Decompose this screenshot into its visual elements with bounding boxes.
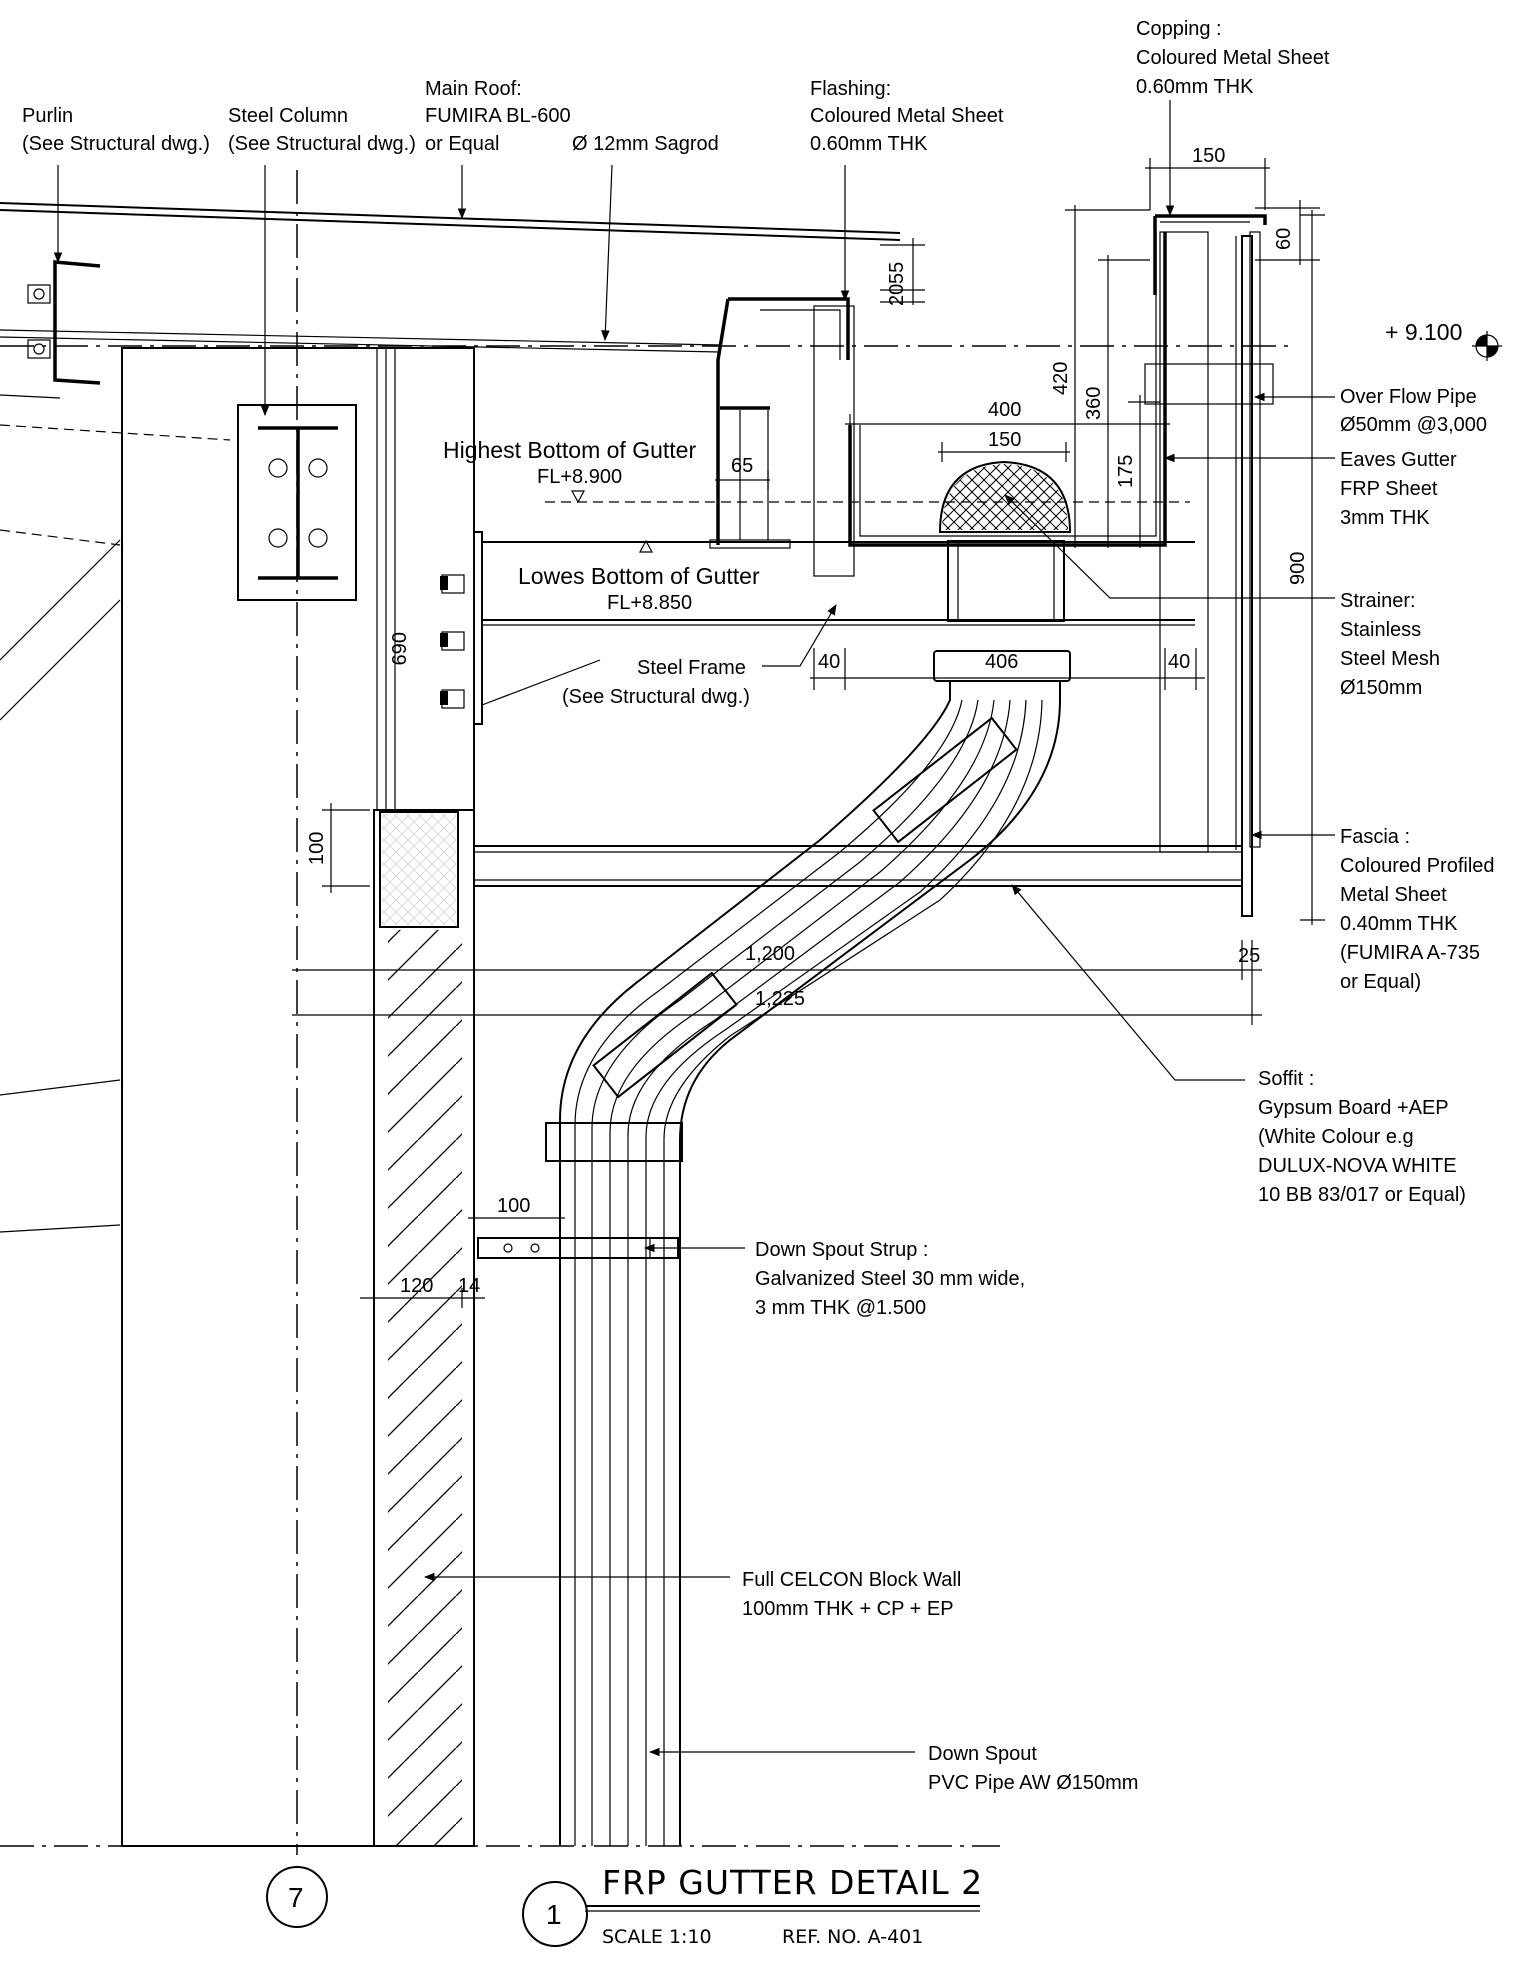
dim-40-right: 40 [1168, 651, 1190, 673]
dim-60: 60 [1273, 228, 1295, 250]
dim-1225: 1,225 [755, 988, 805, 1010]
dim-120: 120 [400, 1275, 433, 1297]
down-spout-line-1: Down Spout [928, 1743, 1037, 1765]
dimension-text: 150 60 55 20 420 360 175 400 150 65 900 … [306, 145, 1309, 1297]
flashing-line-2: Coloured Metal Sheet [810, 105, 1004, 127]
grid-bubble-number: 7 [288, 1882, 304, 1913]
leader-lines [53, 100, 1335, 1757]
highest-level-label: FL+8.900 [537, 466, 622, 488]
steel-column-line-2: (See Structural dwg.) [228, 133, 416, 155]
block-wall-label: Full CELCON Block Wall 100mm THK + CP + … [742, 1569, 961, 1620]
dim-25: 25 [1238, 945, 1260, 967]
dim-40-left: 40 [818, 651, 840, 673]
soffit-label: Soffit : Gypsum Board +AEP (White Colour… [1258, 1068, 1466, 1206]
lowest-bottom-label: Lowes Bottom of Gutter [518, 563, 760, 589]
dim-420: 420 [1050, 362, 1072, 395]
overflow-pipe-label: Over Flow Pipe Ø50mm @3,000 [1340, 386, 1487, 436]
fascia-line-3: Metal Sheet [1340, 884, 1447, 906]
down-spout-label: Down Spout PVC Pipe AW Ø150mm [928, 1743, 1138, 1794]
lowest-level-label: FL+8.850 [607, 592, 692, 614]
main-roof-line-2: FUMIRA BL-600 [425, 105, 571, 127]
block-wall-line-1: Full CELCON Block Wall [742, 1569, 961, 1591]
flashing-line-1: Flashing: [810, 78, 891, 100]
labels: Purlin (See Structural dwg.) Steel Colum… [22, 18, 1495, 1794]
dim-100-wall: 100 [306, 832, 328, 865]
strainer-label: Strainer: Stainless Steel Mesh Ø150mm [1340, 590, 1440, 699]
dim-690: 069 [387, 632, 409, 665]
dim-150-strainer: 150 [988, 429, 1021, 451]
flashing-label: Flashing: Coloured Metal Sheet 0.60mm TH… [810, 78, 1004, 155]
strap-line-1: Down Spout Strup : [755, 1239, 928, 1261]
dim-406: 406 [985, 651, 1018, 673]
strap-line-2: Galvanized Steel 30 mm wide, [755, 1268, 1025, 1290]
flashing-line-3: 0.60mm THK [810, 133, 928, 155]
strainer-line-4: Ø150mm [1340, 677, 1422, 699]
strainer-line-1: Strainer: [1340, 590, 1416, 612]
steel-frame-line-2: (See Structural dwg.) [562, 686, 750, 708]
copping-line-2: Coloured Metal Sheet [1136, 47, 1330, 69]
strap-label: Down Spout Strup : Galvanized Steel 30 m… [755, 1239, 1025, 1319]
down-spout-line-2: PVC Pipe AW Ø150mm [928, 1772, 1138, 1794]
dim-20: 20 [886, 284, 908, 306]
dim-175: 175 [1115, 455, 1137, 488]
drawing-scale: SCALE 1:10 [602, 1926, 712, 1948]
purlin-line-2: (See Structural dwg.) [22, 133, 210, 155]
soffit-line-1: Soffit : [1258, 1068, 1314, 1090]
main-roof-line-3: or Equal [425, 133, 500, 155]
fascia-line-4: 0.40mm THK [1340, 913, 1458, 935]
soffit-line-3: (White Colour e.g [1258, 1126, 1414, 1148]
drawing-reference: REF. NO. A-401 [782, 1926, 923, 1948]
eaves-line-2: FRP Sheet [1340, 478, 1438, 500]
purlin-label: Purlin (See Structural dwg.) [22, 105, 210, 155]
steel-frame-label: Steel Frame (See Structural dwg.) [562, 657, 750, 708]
dim-1200: 1,200 [745, 943, 795, 965]
eaves-gutter-label: Eaves Gutter FRP Sheet 3mm THK [1340, 449, 1457, 529]
eaves-line-3: 3mm THK [1340, 507, 1430, 529]
dim-400: 400 [988, 399, 1021, 421]
block-wall-line-2: 100mm THK + CP + EP [742, 1598, 954, 1620]
strap-line-3: 3 mm THK @1.500 [755, 1297, 926, 1319]
title-block: 7 1 FRP GUTTER DETAIL 2 SCALE 1:10 REF. … [266, 1863, 983, 1948]
dim-65: 65 [731, 455, 753, 477]
soffit-line-2: Gypsum Board +AEP [1258, 1097, 1449, 1119]
purlin-line-1: Purlin [22, 105, 73, 127]
dim-900: 900 [1287, 552, 1309, 585]
dim-100-strap: 100 [497, 1195, 530, 1217]
highest-bottom-label: Highest Bottom of Gutter [443, 437, 696, 463]
overflow-line-2: Ø50mm @3,000 [1340, 414, 1487, 436]
overflow-line-1: Over Flow Pipe [1340, 386, 1477, 408]
steel-column-line-1: Steel Column [228, 105, 348, 127]
drawing-title: FRP GUTTER DETAIL 2 [602, 1863, 983, 1902]
top-level-label: + 9.100 [1385, 319, 1462, 345]
main-roof-line-1: Main Roof: [425, 78, 522, 100]
copping-label: Copping : Coloured Metal Sheet 0.60mm TH… [1136, 18, 1330, 98]
fascia-line-6: or Equal) [1340, 971, 1421, 993]
strainer-line-3: Steel Mesh [1340, 648, 1440, 670]
dim-360: 360 [1083, 387, 1105, 420]
soffit-line-4: DULUX-NOVA WHITE [1258, 1155, 1457, 1177]
steel-column-label: Steel Column (See Structural dwg.) [228, 105, 416, 155]
strainer-line-2: Stainless [1340, 619, 1421, 641]
soffit-line-5: 10 BB 83/017 or Equal) [1258, 1184, 1466, 1206]
eaves-line-1: Eaves Gutter [1340, 449, 1457, 471]
detail-number: 1 [546, 1899, 562, 1930]
main-roof-label: Main Roof: FUMIRA BL-600 or Equal [425, 78, 571, 155]
sagrod-label: Ø 12mm Sagrod [572, 133, 719, 155]
steel-frame-line-1: Steel Frame [637, 657, 746, 679]
dim-150-top: 150 [1192, 145, 1225, 167]
copping-line-3: 0.60mm THK [1136, 76, 1254, 98]
dimension-lines [292, 158, 1325, 1308]
fascia-line-2: Coloured Profiled [1340, 855, 1495, 877]
copping-line-1: Copping : [1136, 18, 1222, 40]
fascia-line-5: (FUMIRA A-735 [1340, 942, 1480, 964]
fascia-label: Fascia : Coloured Profiled Metal Sheet 0… [1340, 826, 1495, 993]
fascia-line-1: Fascia : [1340, 826, 1410, 848]
dim-55: 55 [886, 262, 908, 284]
dim-14: 14 [458, 1275, 480, 1297]
structure [0, 170, 1502, 1855]
